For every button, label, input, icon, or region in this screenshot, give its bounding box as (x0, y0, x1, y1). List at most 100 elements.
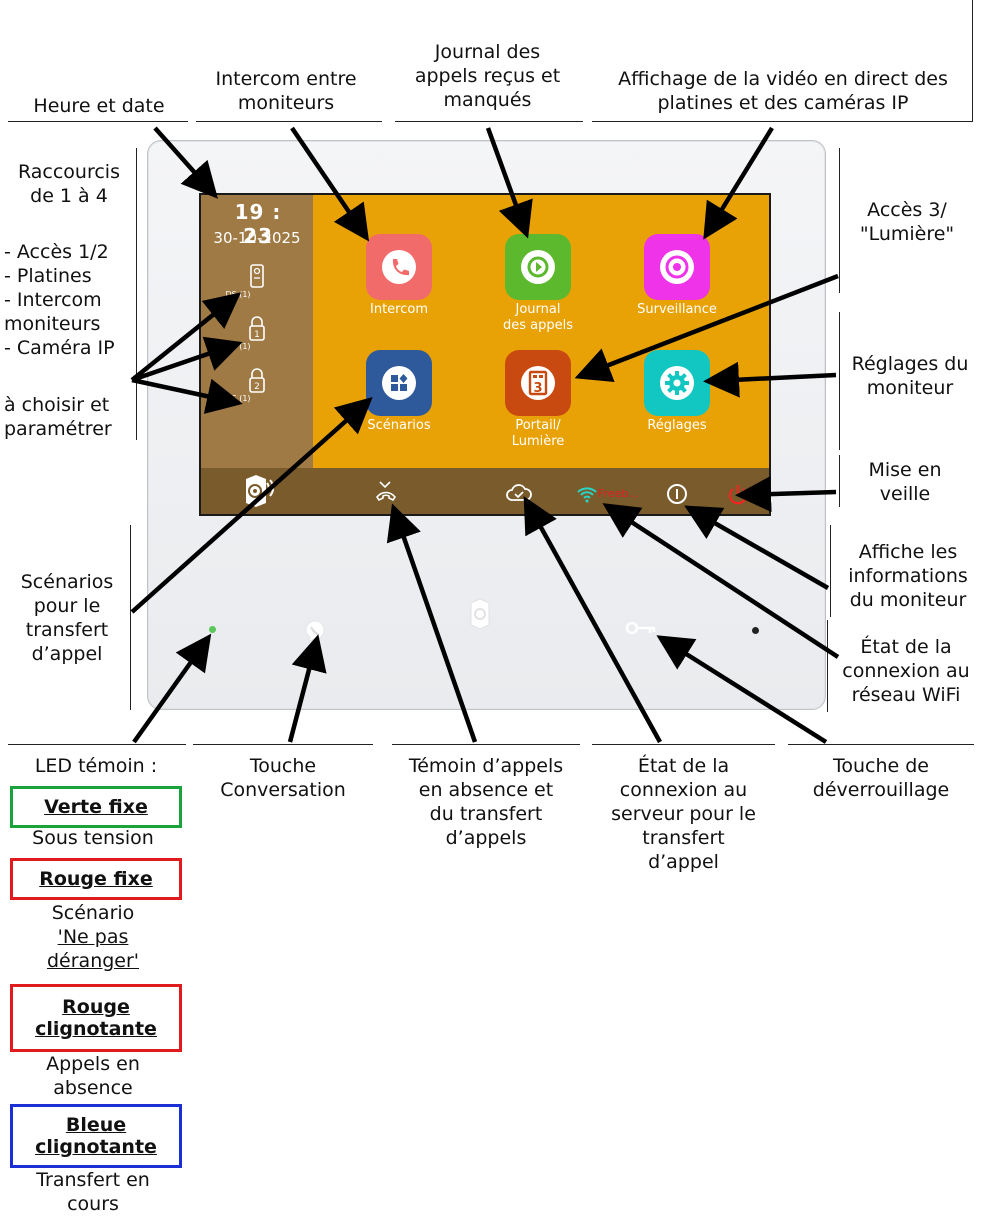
label-etat-wifi: État de la connexion au réseau WiFi (842, 636, 970, 706)
legend-rouge-clignotante-desc: Appels en absence (46, 1053, 140, 1099)
lock-1-icon: 1 (249, 316, 265, 341)
legend-bleue-clignotante-desc: Transfert en cours (36, 1169, 150, 1215)
app-intercom[interactable] (366, 234, 432, 300)
label-intercom-moniteurs: Intercom entre moniteurs (215, 68, 357, 114)
arrow-wifi (602, 503, 840, 659)
info-icon[interactable] (666, 483, 688, 505)
label-acces3: Accès 3/ "Lumière" (859, 199, 955, 245)
arrow-shortcut-1 (130, 292, 242, 382)
cloud-check-icon (506, 484, 532, 501)
arrow-serveur (523, 496, 662, 744)
guide-line (136, 148, 137, 440)
arrow-scenarios (130, 397, 373, 614)
guide-line (592, 744, 775, 745)
arrow-acces3 (574, 273, 839, 383)
arrow-shortcut-2 (131, 336, 243, 383)
arrow-intercom (290, 126, 370, 242)
guide-line (839, 148, 840, 293)
arrow-journal (485, 127, 533, 239)
gear-icon (660, 366, 694, 400)
screen-sidebar (201, 195, 313, 468)
app-scenarios-label: Scénarios (367, 418, 431, 433)
gate-icon: 3 (521, 366, 555, 400)
led-indicator (209, 626, 216, 633)
label-affiche-infos: Affiche les informations du moniteur (848, 541, 968, 611)
label-affichage: Affichage de la vidéo en direct des plat… (618, 68, 948, 114)
guide-line (592, 121, 973, 122)
label-led-temoin: LED témoin : (34, 755, 158, 777)
guide-line (392, 744, 580, 745)
arrow-surveillance (703, 126, 774, 240)
legend-rouge-fixe: Rouge fixe (10, 858, 182, 900)
legend-rouge-clignotante: Rouge clignotante (10, 984, 182, 1052)
label-raccourcis-list: - Accès 1/2 - Platines - Intercom monite… (4, 241, 115, 359)
label-mise-en-veille: Mise en veille (868, 459, 942, 505)
app-journal-label: Journal des appels (502, 302, 573, 333)
app-portail-label: Portail/ Lumière (511, 418, 565, 449)
camera-icon (660, 250, 694, 284)
label-raccourcis: Raccourcis de 1 à 4 (17, 161, 120, 207)
screen-date: 30-10-2025 (213, 229, 301, 247)
legend-verte-desc: Sous tension (32, 827, 154, 849)
label-temoin-appels: Témoin d’appels en absence et du transfe… (408, 755, 564, 849)
guide-line (196, 121, 382, 122)
missed-call-icon (376, 481, 396, 502)
label-heure-date: Heure et date (33, 95, 165, 117)
label-reglages-moniteur: Réglages du moniteur (851, 353, 969, 399)
wifi-network-label: Freeb... (598, 487, 639, 500)
label-journal: Journal des appels reçus et manqués (414, 41, 561, 111)
microphone-hole (752, 627, 759, 634)
app-journal[interactable] (505, 234, 571, 300)
app-reglages[interactable] (644, 350, 710, 416)
label-scenarios-transfert: Scénarios pour le transfert d’appel (20, 571, 114, 665)
app-portail[interactable]: 3 (505, 350, 571, 416)
arrow-shortcut-3 (131, 377, 243, 414)
label-a-choisir: à choisir et paramétrer (4, 394, 112, 440)
app-intercom-label: Intercom (370, 302, 428, 317)
label-touche-conversation: Touche Conversation (220, 755, 346, 801)
label-etat-serveur: État de la connexion au serveur pour le … (611, 755, 756, 873)
guide-line (839, 455, 840, 507)
guide-line (395, 121, 583, 122)
wifi-icon (577, 487, 597, 503)
arrow-temoin (386, 503, 478, 743)
label-touche-deverrouillage: Touche de déverrouillage (812, 755, 950, 801)
phone-icon (382, 250, 416, 284)
guide-line (130, 525, 131, 710)
guide-line (972, 0, 973, 122)
door-station-icon (250, 264, 264, 288)
svg-text:1: 1 (254, 330, 260, 340)
guide-line (827, 620, 828, 712)
app-scenarios[interactable] (366, 350, 432, 416)
legend-bleue-clignotante: Bleue clignotante (10, 1104, 182, 1168)
screen-bottom-bar (201, 468, 769, 514)
arrow-led (132, 633, 212, 744)
svg-text:2: 2 (254, 382, 260, 392)
arrow-deverrouillage (656, 635, 828, 744)
guide-line (839, 312, 840, 450)
legend-rouge-fixe-desc: Scénario (51, 902, 135, 924)
guide-line (8, 121, 188, 122)
brand-logo-icon (470, 598, 490, 630)
legend-rouge-fixe-desc-underlined: 'Ne pas déranger' (46, 926, 140, 972)
key-button-icon[interactable] (624, 618, 658, 638)
app-reglages-label: Réglages (647, 418, 707, 433)
arrow-reglages (703, 361, 837, 398)
screen-time: 19 : 23 (234, 200, 282, 248)
app-surveillance[interactable] (644, 234, 710, 300)
call-log-icon (521, 250, 555, 284)
arrow-veille (735, 476, 837, 513)
lock-2-icon: 2 (249, 368, 265, 393)
arrow-conversation (287, 634, 327, 743)
app-surveillance-label: Surveillance (637, 302, 717, 317)
scenario-icon (382, 366, 416, 400)
arrow-heure (153, 126, 218, 199)
arrow-infos (684, 505, 830, 590)
guide-line (193, 744, 373, 745)
legend-verte-fixe: Verte fixe (10, 786, 182, 828)
guide-line (8, 744, 186, 745)
guide-line (830, 525, 831, 617)
svg-text:3: 3 (533, 381, 542, 396)
guide-line (788, 744, 974, 745)
